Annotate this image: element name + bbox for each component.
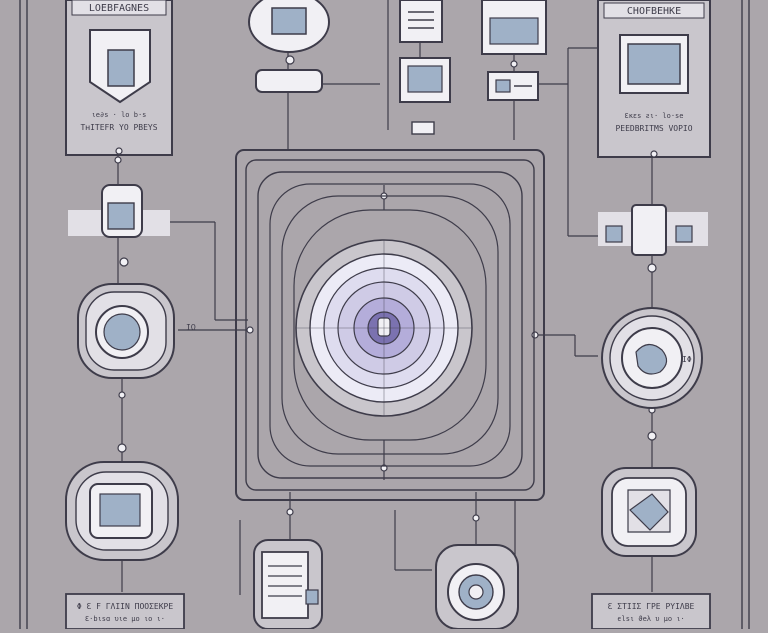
node-left-earth: ΙΩ [77, 283, 196, 379]
node-left-chip [68, 184, 170, 238]
panel-top-left: LOEBFAGNES ιe∂s · lo b·s TʜITEFR YO PBEY… [65, 0, 173, 156]
bottom-label-right-line-2: ϵlsι ϑeλ υ μο ι· [617, 615, 684, 623]
frame-rails [19, 0, 750, 629]
panel-top-right-caption-1: Ɛκεs ƨι· lo·se [624, 112, 683, 120]
left-node-pin-label: ΙΩ [186, 323, 196, 332]
panel-top-left-caption-1: ιe∂s · lo b·s [92, 111, 147, 119]
node-left-bottom-screen [65, 461, 179, 561]
panel-top-right-title: CHOFBEHKE [627, 6, 681, 17]
node-bottom-document [253, 539, 323, 630]
node-right-bottom-puzzle [601, 467, 697, 557]
node-top-left-device [248, 0, 330, 93]
node-top-panel-right [481, 0, 547, 101]
bottom-label-left-line-2: Ɛ·bιsɑ υιe μo ιo ι· [85, 615, 165, 623]
central-hub [235, 149, 545, 501]
node-right-device [598, 204, 708, 256]
panel-top-right-caption-2: PEEDBRITMS VOPIO [615, 124, 692, 133]
panel-top-right: CHOFBEHKE Ɛκεs ƨι· lo·se PEEDBRITMS VOPI… [597, 0, 711, 158]
panel-top-left-title: LOEBFAGNES [89, 3, 149, 14]
bottom-label-right-line-1: Ɛ ΣΤΙΙΣ ΓΡΕ ΡΥΙΛΒΕ [608, 602, 695, 611]
bottom-label-left: Φ Ɛ F ΓΛΙΙΝ ΠΟΟΣΕΚΡΕ Ɛ·bιsɑ υιe μo ιo ι· [65, 593, 185, 630]
bottom-label-right: Ɛ ΣΤΙΙΣ ΓΡΕ ΡΥΙΛΒΕ ϵlsι ϑeλ υ μο ι· [591, 593, 711, 630]
node-bottom-target [435, 544, 519, 630]
right-node-pin-label: ΙΦ [682, 355, 692, 364]
panel-top-left-caption-2: TʜITEFR YO PBEYS [80, 123, 157, 132]
node-top-document [399, 0, 451, 135]
bottom-label-left-line-1: Φ Ɛ F ΓΛΙΙΝ ΠΟΟΣΕΚΡΕ [77, 602, 174, 611]
node-right-globe: ΙΦ [601, 307, 703, 409]
